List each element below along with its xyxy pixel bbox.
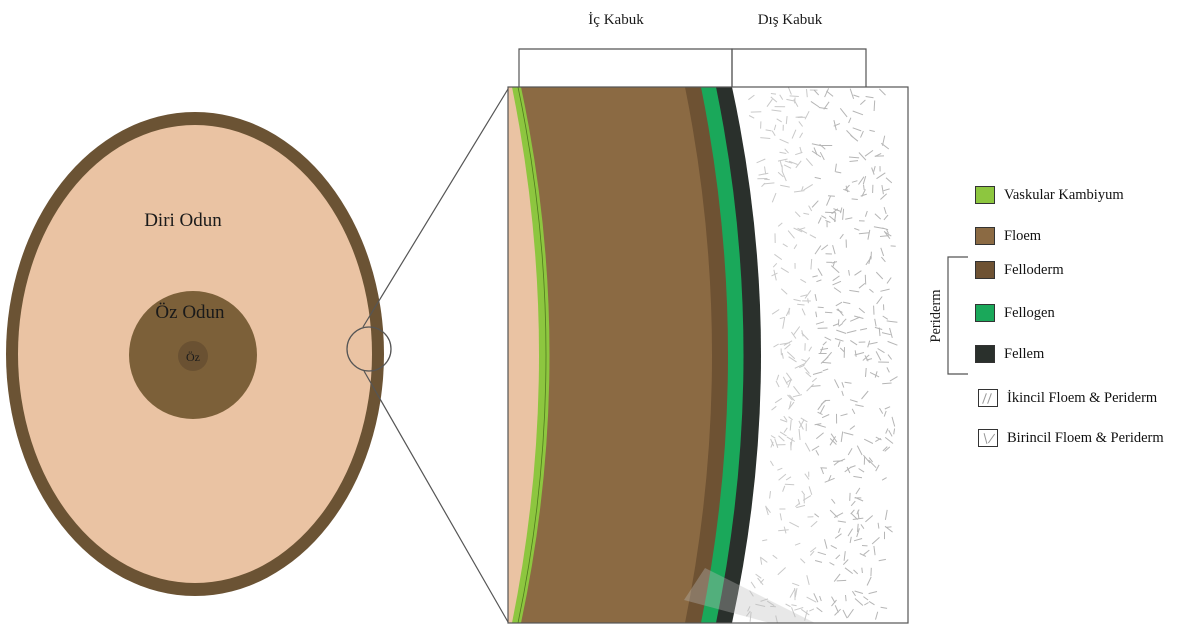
hatch-mark: [825, 212, 836, 213]
legend-label: Fellogen: [1004, 305, 1055, 322]
fellem-swatch: [975, 345, 995, 363]
legend-label: Vaskular Kambiyum: [1004, 187, 1124, 204]
hatch-mark: [822, 362, 831, 363]
hatch-mark: [833, 461, 843, 462]
hatch-mark: [796, 117, 803, 118]
hatch-mark: [882, 383, 891, 384]
legend-item-fellem: Fellem: [975, 343, 1044, 365]
legend-label: Felloderm: [1004, 262, 1064, 279]
legend-item-phloem: Floem: [975, 225, 1041, 247]
legend-item-primary-phloem-periderm: Birincil Floem & Periderm: [978, 427, 1164, 449]
trunk-cross-section: Diri Odun Öz Odun Öz: [6, 112, 391, 596]
legend-label: Fellem: [1004, 346, 1044, 363]
legend-label: Birincil Floem & Periderm: [1007, 430, 1164, 447]
hatch-mark: [886, 527, 891, 528]
hatch-mark: [790, 96, 799, 97]
heartwood-label: Öz Odun: [155, 302, 225, 323]
hatch-mark: [862, 568, 863, 573]
legend-label: İkincil Floem & Periderm: [1007, 390, 1157, 407]
legend-item-fellogen: Fellogen: [975, 302, 1055, 324]
legend-item-secondary-phloem-periderm: İkincil Floem & Periderm: [978, 387, 1157, 409]
zoom-line-bottom: [364, 371, 508, 622]
hatch-mark: [837, 580, 847, 581]
hatch-mark: [858, 524, 859, 532]
legend-item-felloderm: Felloderm: [975, 259, 1064, 281]
hatch-mark: [874, 101, 875, 112]
vascular-cambium-swatch: [975, 186, 995, 204]
outer-bark-label: Dış Kabuk: [758, 12, 823, 28]
phloem-swatch: [975, 227, 995, 245]
hatch-mark: [825, 312, 832, 313]
legend-item-vascular-cambium: Vaskular Kambiyum: [975, 184, 1124, 206]
dash-hatch-icon: [978, 389, 998, 407]
periderm-bracket: [948, 257, 968, 374]
periderm-label: Periderm: [928, 289, 944, 343]
inner-bark-label: İç Kabuk: [588, 12, 644, 28]
fellogen-swatch: [975, 304, 995, 322]
pith-label: Öz: [186, 350, 200, 364]
inner-bark-bracket: [519, 49, 732, 87]
bark-detail: [508, 86, 908, 623]
hatch-mark: [828, 196, 835, 197]
hatch-mark: [771, 94, 776, 95]
felloderm-swatch: [975, 261, 995, 279]
hatch-mark: [866, 368, 867, 377]
dot-hatch-icon: [978, 429, 998, 447]
hatch-mark: [795, 98, 796, 104]
sapwood-label: Diri Odun: [144, 210, 222, 231]
hatch-mark: [846, 595, 847, 601]
hatch-mark: [852, 199, 858, 200]
zoom-line-top: [363, 89, 508, 327]
legend-label: Floem: [1004, 228, 1041, 245]
hatch-mark: [864, 185, 865, 190]
outer-bark-bracket: [732, 49, 866, 87]
hatch-mark: [818, 307, 824, 308]
